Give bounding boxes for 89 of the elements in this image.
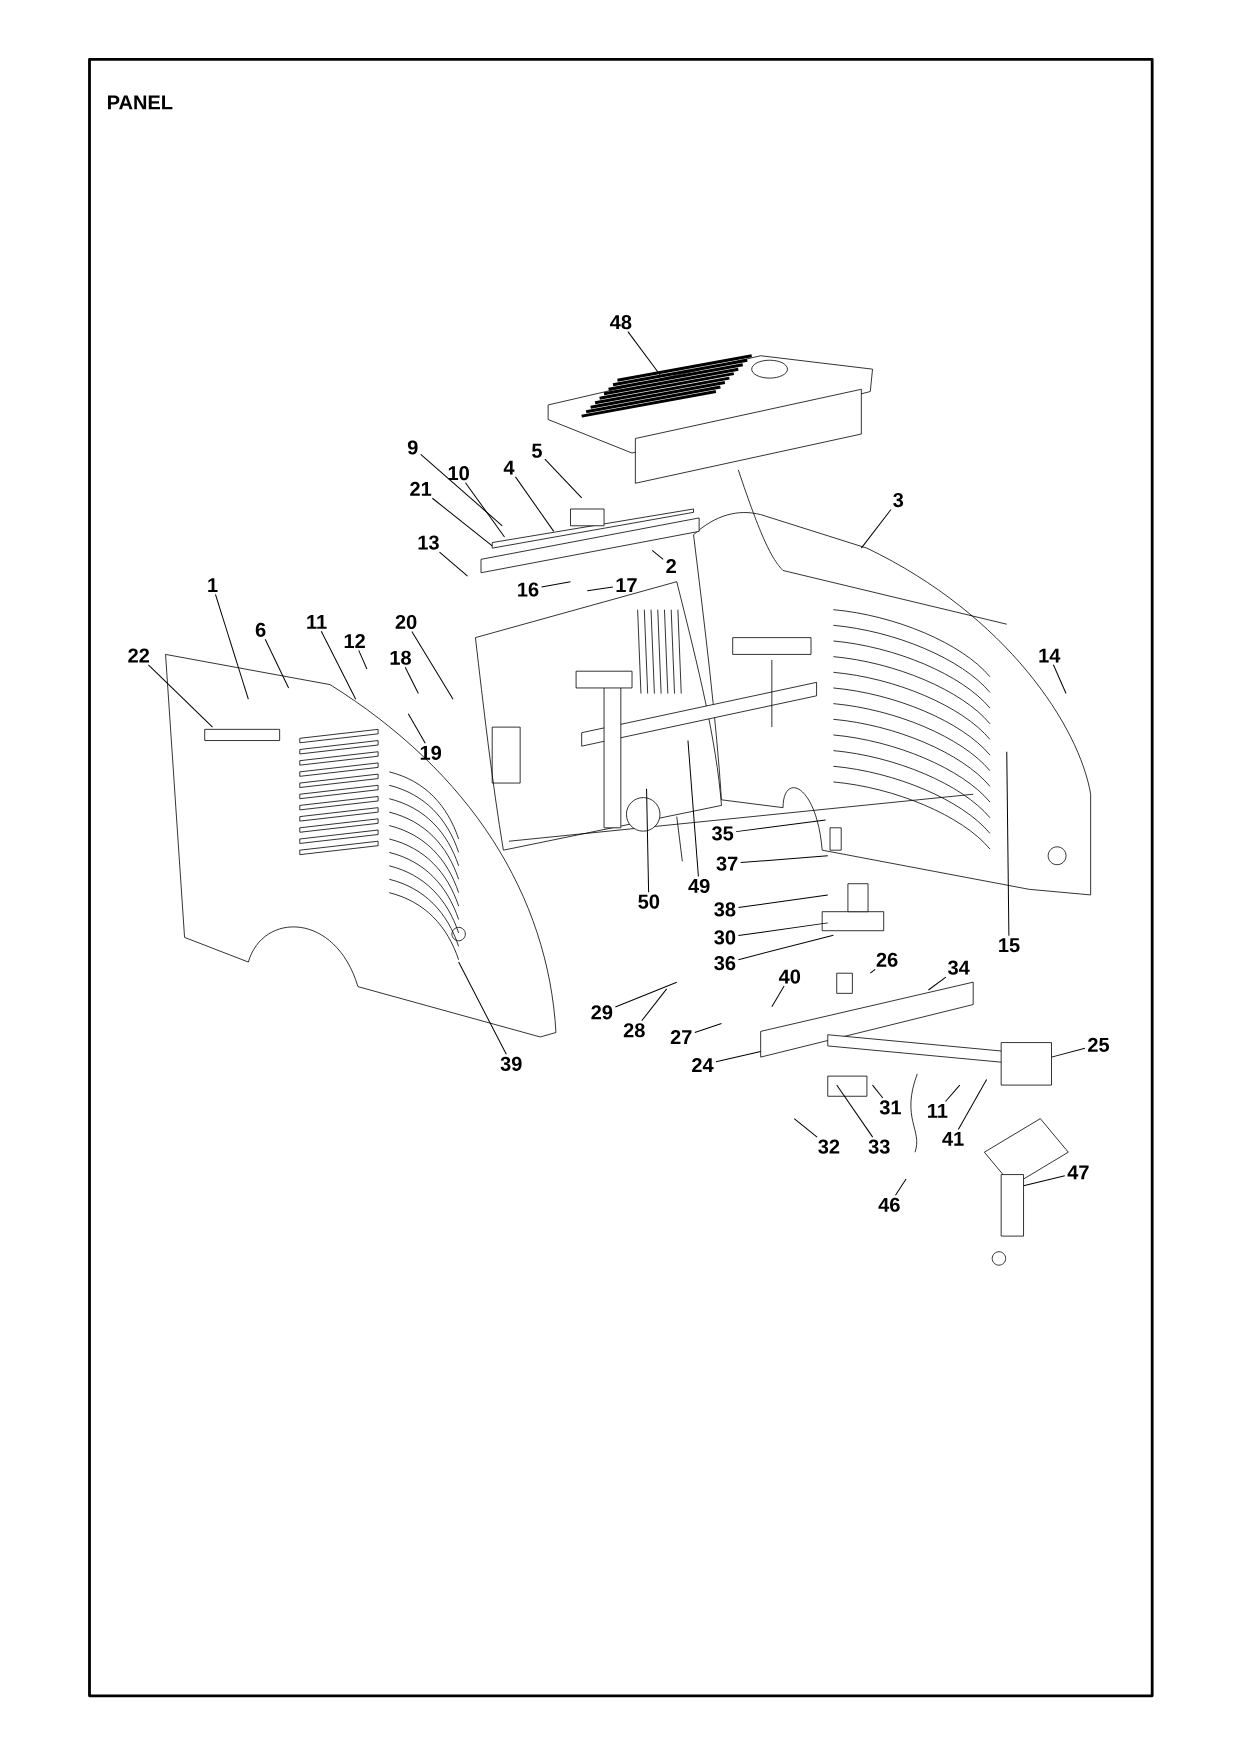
- callout-number: 37: [716, 856, 738, 871]
- leader-line: [321, 630, 357, 700]
- leader-line: [544, 458, 583, 499]
- leader-line: [1053, 664, 1067, 695]
- leader-line: [861, 509, 892, 549]
- callout-number: 35: [712, 826, 734, 841]
- leader-line: [687, 740, 700, 877]
- callout-number: 28: [624, 1023, 645, 1038]
- leader-line: [439, 551, 469, 577]
- leader-line: [615, 981, 678, 1008]
- callout-number: 25: [1088, 1037, 1110, 1052]
- callout-number: 18: [390, 650, 412, 665]
- callout-number: 36: [714, 956, 736, 971]
- leader-line: [408, 713, 426, 744]
- leader-line: [958, 1079, 988, 1130]
- callout-number: 1: [208, 578, 218, 592]
- leader-line: [432, 497, 493, 547]
- callout-number: 17: [616, 578, 637, 592]
- callout-number: 4: [503, 460, 515, 475]
- callout-number: 15: [999, 938, 1020, 953]
- leader-line: [264, 638, 290, 689]
- leader-line: [465, 482, 506, 538]
- callout-number: 16: [518, 582, 539, 597]
- leader-line: [458, 961, 508, 1055]
- callout-number: 49: [688, 878, 710, 894]
- leader-line: [895, 1178, 907, 1196]
- callout-number: 20: [395, 614, 417, 630]
- leader-line: [740, 855, 829, 864]
- callout-number: 32: [818, 1139, 840, 1154]
- callout-number: 9: [408, 440, 418, 455]
- leader-line: [646, 788, 650, 893]
- callout-number: 13: [418, 535, 440, 550]
- leader-line: [420, 453, 503, 527]
- leader-line: [515, 476, 555, 532]
- leader-line: [793, 1118, 818, 1138]
- leader-line: [715, 1051, 762, 1063]
- title: PANEL: [108, 95, 173, 110]
- leader-line: [928, 976, 947, 991]
- callout-number: 6: [256, 622, 266, 637]
- callout-number: 34: [948, 960, 970, 975]
- callout-number: 46: [878, 1197, 900, 1212]
- callout-number: 2: [666, 559, 677, 574]
- leader-line: [641, 988, 668, 1022]
- leader-line: [215, 593, 250, 700]
- callout-number: 31: [880, 1100, 902, 1115]
- callout-number: 47: [1067, 1165, 1089, 1180]
- callout-number: 41: [942, 1131, 964, 1146]
- leader-line: [735, 819, 827, 833]
- callout-number: 11: [307, 615, 327, 629]
- callout-number: 19: [421, 745, 442, 760]
- leader-line: [411, 630, 454, 700]
- callout-number: 48: [610, 315, 632, 330]
- leader-line: [945, 1084, 961, 1102]
- leader-line: [587, 586, 614, 592]
- callout-number: 10: [449, 466, 470, 481]
- leader-line: [870, 968, 876, 974]
- leader-line: [358, 649, 368, 670]
- callout-number: 33: [868, 1139, 890, 1154]
- callout-number: 27: [671, 1030, 692, 1044]
- leader-line: [836, 1084, 874, 1138]
- callout-number: 38: [714, 902, 736, 917]
- callout-number: 22: [128, 648, 150, 663]
- callout-number: 30: [714, 930, 736, 945]
- leader-line: [1023, 1175, 1066, 1187]
- callout-number: 24: [692, 1057, 714, 1072]
- callout-number: 3: [893, 492, 904, 508]
- callout-number: 26: [876, 952, 898, 967]
- callout-number: 5: [532, 443, 543, 458]
- leader-line: [738, 894, 829, 909]
- leader-line: [627, 331, 661, 376]
- callout-number: 29: [591, 1005, 613, 1020]
- leader-line: [771, 985, 785, 1008]
- leader-line: [148, 664, 214, 728]
- leader-line: [872, 1084, 884, 1099]
- leader-line: [541, 581, 572, 588]
- callout-number: 50: [638, 894, 660, 909]
- callout-number: 12: [344, 634, 366, 648]
- callout-number: 14: [1039, 648, 1061, 663]
- leader-line: [738, 922, 829, 936]
- leader-line: [738, 934, 835, 961]
- callout-number: 39: [500, 1056, 522, 1071]
- callout-number: 21: [410, 481, 432, 496]
- leader-line: [404, 666, 420, 695]
- leader-line: [694, 1023, 723, 1033]
- callout-number: 40: [779, 969, 801, 984]
- leader-line: [1006, 751, 1010, 937]
- callout-number: 11: [928, 1103, 948, 1118]
- leader-line: [651, 549, 664, 560]
- leader-line: [1051, 1047, 1086, 1058]
